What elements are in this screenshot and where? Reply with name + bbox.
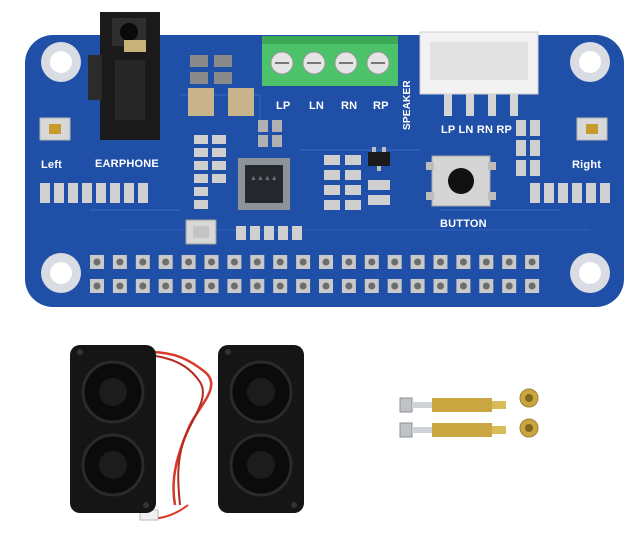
gpio-header [90,255,540,293]
screw-2 [399,422,432,438]
gpio-pin-hole [437,258,444,266]
gpio-pin-hole [299,282,307,290]
gpio-pin-hole [185,258,193,266]
resistor-array-left [40,183,148,203]
gpio-pin-hole [139,282,147,290]
standoff-2 [432,423,506,437]
gpio-pin-hole [299,258,307,266]
gpio-pin-hole [482,282,490,290]
audio-hat-board: ▲▲▲▲ [25,12,624,307]
speaker-screw-terminal [262,36,398,86]
gpio-pin-hole [505,258,513,266]
gpio-pin-hole [414,258,422,266]
gpio-pin-hole [528,258,536,266]
screw-1 [399,397,432,413]
gpio-pin-hole [230,282,238,290]
crystal-oscillator [185,219,217,245]
mounting-hole-bottom-right [570,253,610,293]
resistor-block-middle [324,155,361,210]
gpio-pin-hole [276,282,284,290]
gpio-pin-hole [93,282,101,290]
left-microphone [39,117,71,141]
earphone-label: EARPHONE [95,158,159,170]
smd-components-top [188,55,282,147]
terminal-label-ln: LN [309,100,325,112]
gpio-pin-hole [345,258,353,266]
left-mic-label: Left [41,159,62,171]
terminal-label-rp: RP [373,100,389,112]
gpio-pin-hole [322,282,330,290]
gpio-pin-hole [505,282,513,290]
tactile-button [426,155,496,207]
audio-codec-chip: ▲▲▲▲ [238,158,290,210]
mounting-hardware [399,388,539,438]
gpio-pin-hole [253,258,261,266]
gpio-pin-hole [230,258,238,266]
gpio-pin-hole [162,258,170,266]
gpio-pin-hole [253,282,261,290]
sot-transistor [368,147,390,205]
nut-1 [519,388,539,408]
gpio-pin-hole [139,258,147,266]
gpio-pin-hole [368,282,376,290]
resistor-column [194,135,226,209]
svg-text:▲▲▲▲: ▲▲▲▲ [250,175,278,182]
gpio-pin-hole [528,282,536,290]
resistor-block-right [516,120,540,176]
left-speaker [70,345,156,513]
mounting-hole-top-right [570,42,610,82]
gpio-pin-hole [459,282,467,290]
gpio-pin-hole [116,282,124,290]
speaker-label: SPEAKER [402,80,413,130]
terminal-label-rn: RN [341,100,358,112]
right-mic-label: Right [572,159,602,171]
gpio-pin-hole [368,258,376,266]
right-microphone [576,117,608,141]
gpio-pin-hole [185,282,193,290]
button-label: BUTTON [440,218,487,230]
mounting-hole-bottom-left [41,253,81,293]
resistor-row-bottom [236,226,302,240]
gpio-pin-hole [162,282,170,290]
nut-2 [519,418,539,438]
gpio-pin-hole [345,282,353,290]
header-pin-labels: LP LN RN RP [441,124,513,136]
gpio-pin-hole [391,258,399,266]
gpio-pin-hole [276,258,284,266]
gpio-pin-hole [391,282,399,290]
speaker-pair [70,345,304,521]
gpio-pin-hole [93,258,101,266]
gpio-pin-hole [208,258,215,266]
terminal-label-lp: LP [276,100,291,112]
earphone-jack [88,12,160,140]
right-speaker [218,345,304,513]
gpio-pin-hole [208,282,215,290]
gpio-pin-hole [437,282,444,290]
gpio-pin-hole [482,258,490,266]
speaker-header-connector [419,31,539,116]
mounting-hole-top-left [41,42,81,82]
gpio-pin-hole [116,258,124,266]
gpio-pin-hole [414,282,422,290]
gpio-pin-hole [322,258,330,266]
resistor-array-right [530,183,610,203]
standoff-1 [432,398,506,412]
gpio-pin-hole [459,258,467,266]
